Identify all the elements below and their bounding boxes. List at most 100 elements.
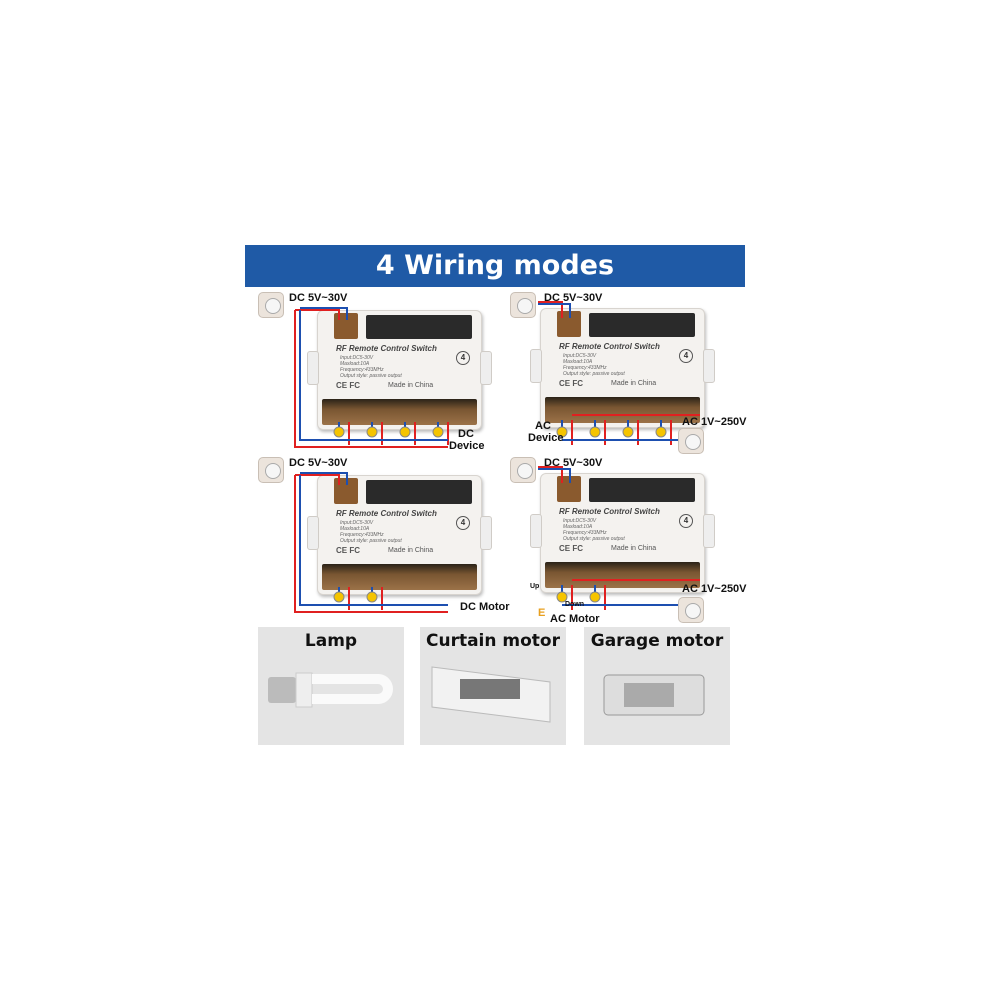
module-spec: Maxload:10A: [563, 524, 593, 530]
dc-supply-label: DC 5V~30V: [289, 292, 348, 304]
bulb-icon: [655, 426, 667, 438]
positive-wire: [538, 301, 563, 318]
module-spec: Output style: passive output: [340, 373, 402, 379]
up-label: Up: [530, 583, 540, 590]
channel-badge: 4: [456, 351, 470, 365]
bulb-icon: [589, 426, 601, 438]
cert-marks: CE FC: [336, 546, 360, 555]
module-window: [366, 315, 472, 339]
bulb-icon: [366, 591, 378, 603]
mounting-ear: [530, 514, 542, 548]
negative-wire: [300, 307, 348, 320]
module-title: RF Remote Control Switch: [336, 509, 437, 518]
cert-marks: CE FC: [336, 381, 360, 390]
wiring-diagram: [294, 472, 448, 613]
wiring-mode-panel-4: DC 5V~30V RF Remote Control Switch Input…: [510, 455, 750, 625]
load-label: DC Motor: [460, 601, 510, 613]
mounting-ear: [703, 349, 715, 383]
bulb-icon: [333, 591, 345, 603]
module-spec: Input:DC5-30V: [340, 355, 374, 361]
mounting-ear: [307, 516, 319, 550]
wiring-diagram: [294, 307, 449, 448]
curtain-motor-card: Curtain motor: [420, 627, 566, 745]
module-spec: Frequency:433MHz: [563, 365, 607, 371]
bulb-icon: [366, 426, 378, 438]
positive-wire: [538, 466, 563, 483]
module-spec: Input:DC5-30V: [563, 518, 597, 524]
negative-wire: [538, 468, 571, 483]
load-label: AC Motor: [550, 613, 600, 625]
wiring-modes-banner: 4 Wiring modes: [245, 245, 745, 287]
made-in-label: Made in China: [611, 380, 657, 387]
mounting-ear: [480, 516, 492, 550]
positive-wire: [295, 474, 340, 485]
output-terminals: [545, 562, 700, 588]
module-spec: Frequency:433MHz: [563, 530, 607, 536]
lamp-label: Lamp: [304, 631, 358, 651]
rf-switch-module: RF Remote Control Switch Input:DC5-30V M…: [530, 473, 715, 593]
load-label: DC Device: [449, 428, 485, 452]
dc-supply-label: DC 5V~30V: [289, 457, 348, 469]
module-spec: Output style: passive output: [563, 371, 625, 377]
garage-motor-icon: [603, 674, 705, 716]
module-spec: Input:DC5-30V: [340, 520, 374, 526]
output-terminals: [545, 397, 700, 423]
module-spec: Maxload:10A: [340, 361, 370, 367]
bulb-icon: [399, 426, 411, 438]
module-spec: Maxload:10A: [563, 359, 593, 365]
module-title: RF Remote Control Switch: [559, 507, 660, 516]
wiring-diagram: [538, 301, 700, 445]
wiring-diagram: [538, 466, 700, 610]
ac-plug-icon: [678, 428, 704, 454]
dc-plug-icon: [510, 457, 536, 483]
negative-wire: [300, 472, 348, 485]
bulb-icon: [622, 426, 634, 438]
module-spec: Frequency:433MHz: [340, 367, 384, 373]
made-in-label: Made in China: [388, 547, 434, 554]
module-title: RF Remote Control Switch: [336, 344, 437, 353]
output-terminals: [322, 564, 477, 590]
bulb-icon: [589, 591, 601, 603]
garage-motor-card: Garage motor: [584, 627, 730, 745]
negative-wire: [538, 303, 571, 318]
garage-motor-label: Garage motor: [590, 631, 724, 651]
wiring-mode-panel-1: DC 5V~30V RF Remote Control Switch Input…: [255, 290, 495, 460]
bulb-icon: [333, 426, 345, 438]
down-label: Down: [565, 601, 585, 608]
mounting-ear: [307, 351, 319, 385]
channel-badge: 4: [679, 349, 693, 363]
rf-switch-module: RF Remote Control Switch Input:DC5-30V M…: [530, 308, 715, 428]
made-in-label: Made in China: [611, 545, 657, 552]
bulb-icon: [556, 426, 568, 438]
output-terminals: [322, 399, 477, 425]
module-spec: Output style: passive output: [340, 538, 402, 544]
curtain-motor-icon: [431, 666, 551, 723]
bulb-icon: [432, 426, 444, 438]
cert-marks: CE FC: [559, 544, 583, 553]
module-spec: Output style: passive output: [563, 536, 625, 542]
wiring-mode-panel-3: DC 5V~30V RF Remote Control Switch Input…: [255, 455, 510, 625]
module-window: [589, 478, 695, 502]
rf-switch-module: RF Remote Control Switch Input:DC5-30V M…: [307, 310, 492, 430]
cert-marks: CE FC: [559, 379, 583, 388]
made-in-label: Made in China: [388, 382, 434, 389]
mounting-ear: [480, 351, 492, 385]
load-label: AC Device: [528, 420, 564, 444]
positive-wire: [295, 309, 340, 320]
rf-switch-module: RF Remote Control Switch Input:DC5-30V M…: [307, 475, 492, 595]
mounting-ear: [703, 514, 715, 548]
module-window: [366, 480, 472, 504]
module-spec: Frequency:433MHz: [340, 532, 384, 538]
module-title: RF Remote Control Switch: [559, 342, 660, 351]
lamp-card: Lamp: [258, 627, 404, 745]
wiring-mode-panel-2: DC 5V~30V RF Remote Control Switch Input…: [510, 290, 750, 460]
module-window: [589, 313, 695, 337]
module-spec: Maxload:10A: [340, 526, 370, 532]
lamp-icon: [268, 672, 393, 708]
channel-badge: 4: [456, 516, 470, 530]
earth-label: E: [538, 607, 546, 619]
ac-supply-label: AC 1V~250V: [682, 416, 747, 428]
dc-plug-icon: [258, 292, 284, 318]
curtain-motor-label: Curtain motor: [426, 631, 560, 651]
dc-plug-icon: [510, 292, 536, 318]
